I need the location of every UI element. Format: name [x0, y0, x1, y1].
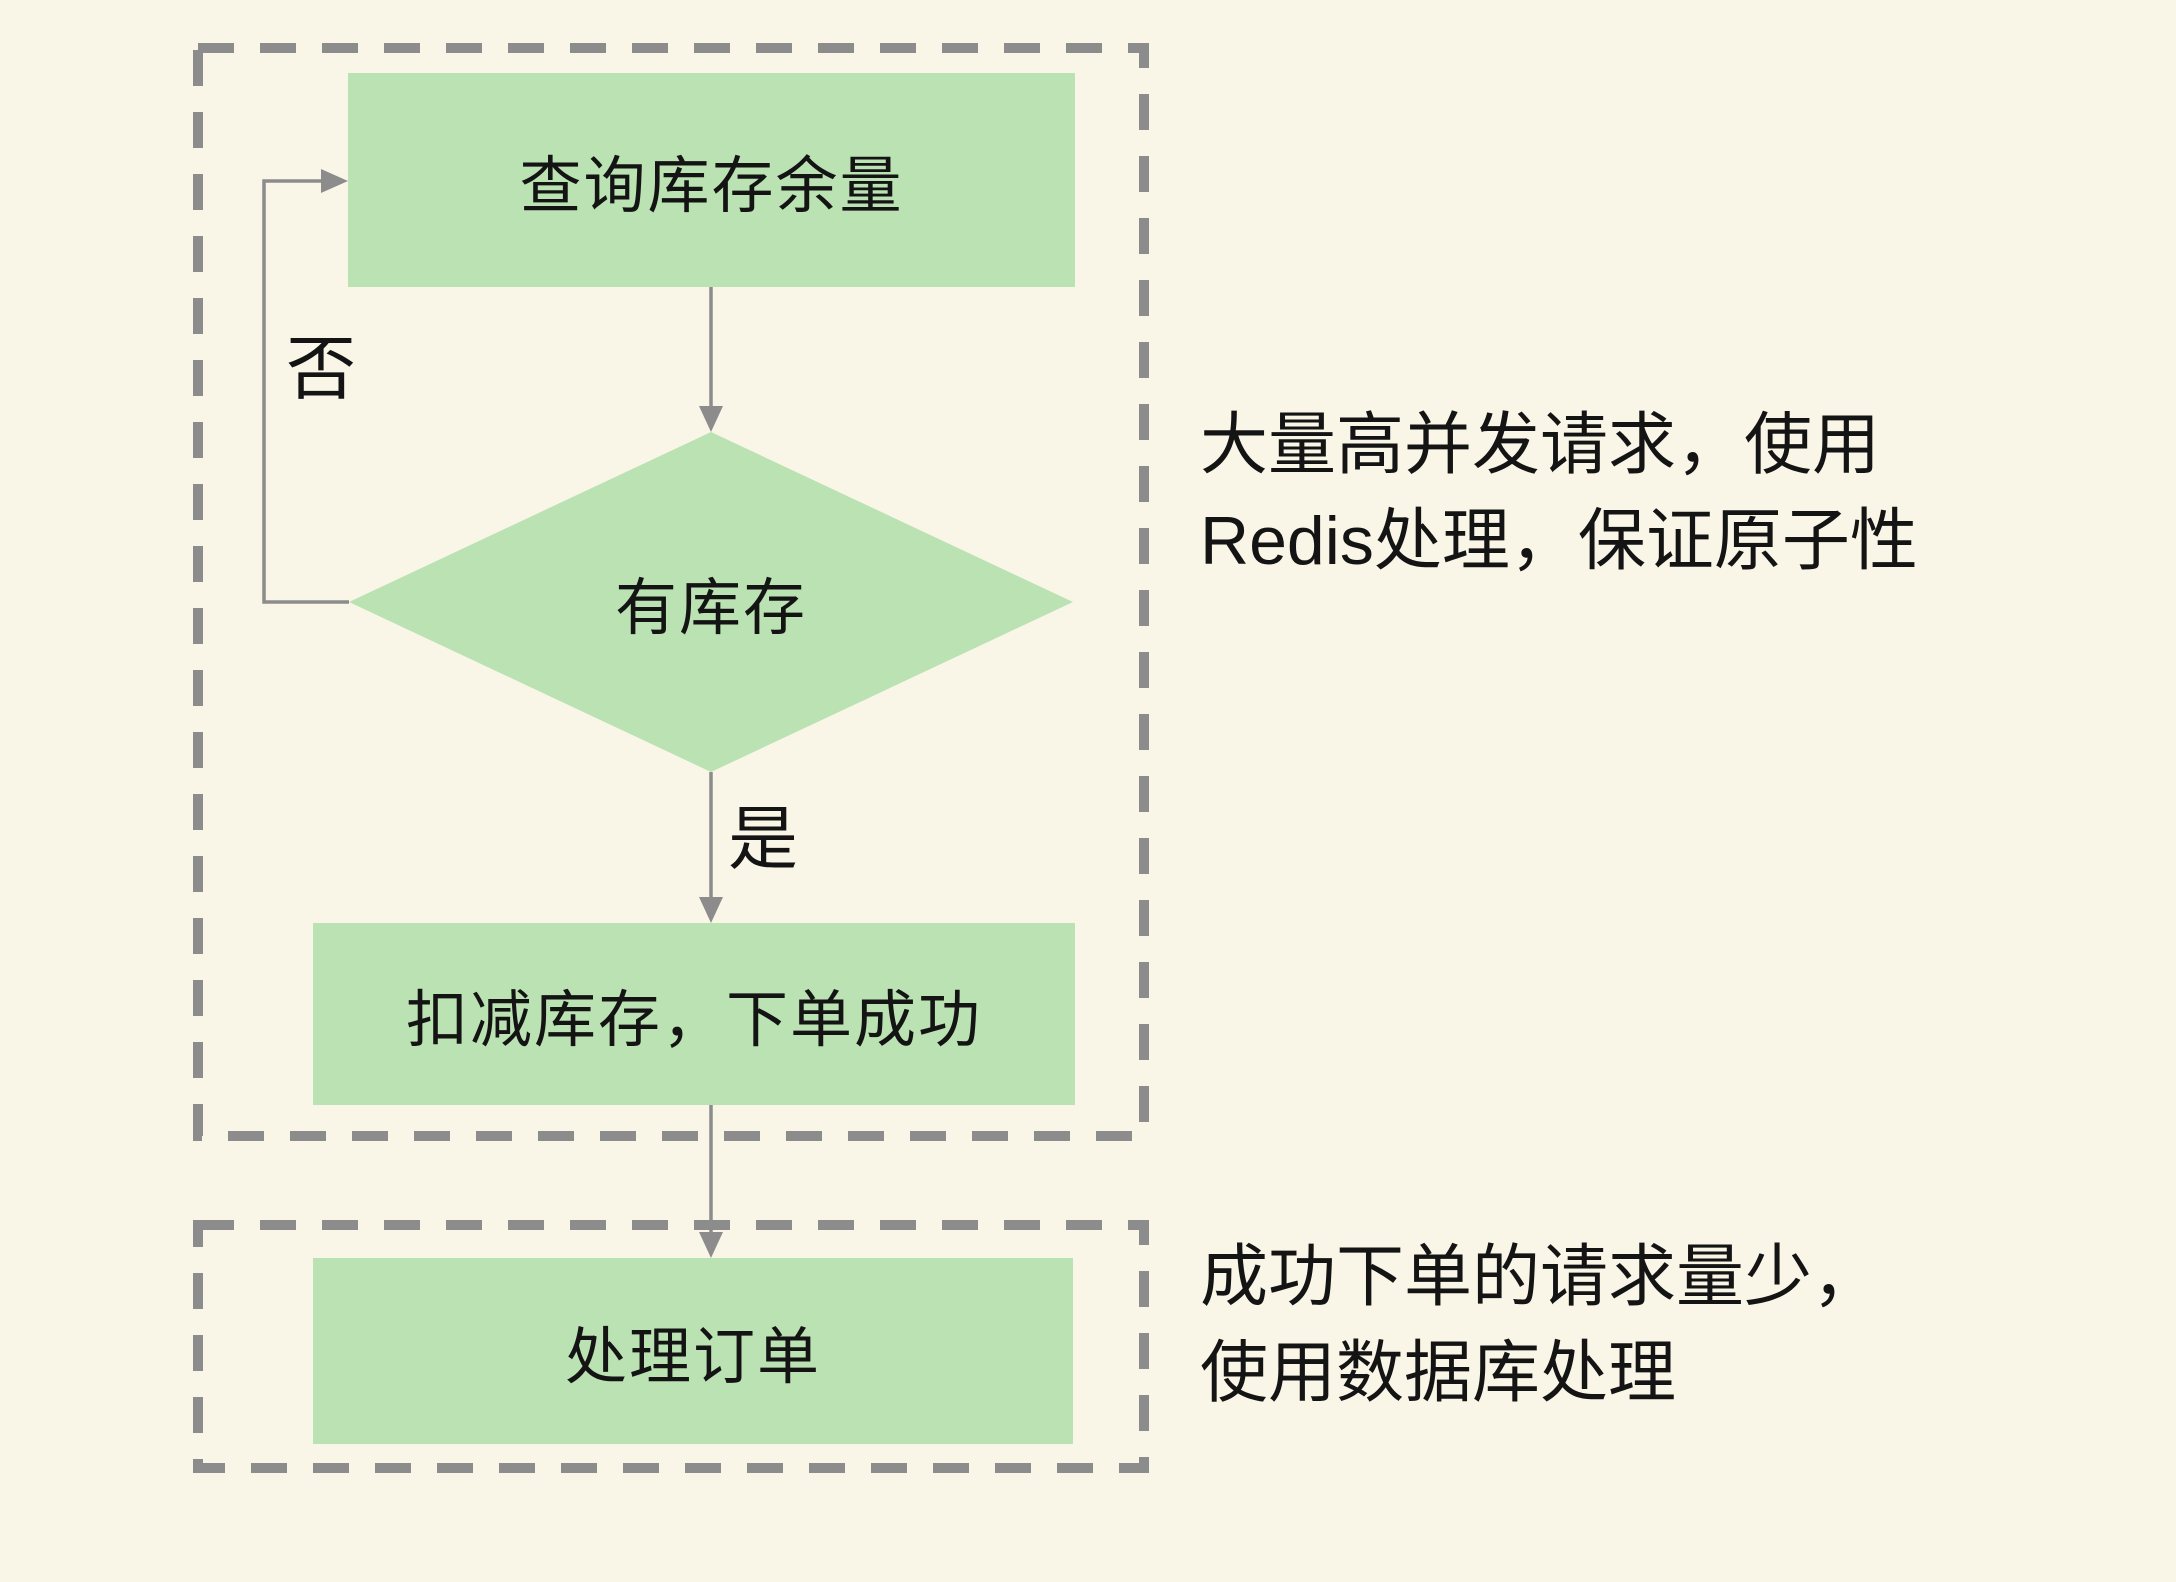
annotation-redis-line1: 大量高并发请求，使用 — [1200, 407, 1881, 483]
arrow-decision-to-deduct-head — [699, 897, 723, 923]
annotation-database-line2: 使用数据库处理 — [1200, 1335, 1677, 1411]
annotation-database-line1: 成功下单的请求量少， — [1200, 1239, 1881, 1315]
redis-phase-dashed-border — [193, 43, 1149, 1141]
edge-label-no: 否 — [286, 330, 356, 408]
node-deduct-stock: 扣减库存，下单成功 — [313, 923, 1075, 1105]
arrow-loopback-no-line — [262, 179, 349, 604]
arrow-deduct-to-process-head — [699, 1232, 723, 1258]
arrow-loopback-no-head — [321, 169, 348, 193]
node-query-stock: 查询库存余量 — [348, 73, 1075, 287]
database-phase-dashed-border — [193, 1220, 1149, 1473]
node-process-order: 处理订单 — [313, 1258, 1073, 1444]
arrow-query-to-decision-head — [699, 406, 723, 432]
node-decision-has-stock-label: 有库存 — [614, 574, 807, 643]
decision-diamond-shape — [349, 432, 1073, 772]
edge-label-yes: 是 — [728, 800, 798, 878]
annotation-database: 成功下单的请求量少， 使用数据库处理 — [1200, 1229, 1880, 1421]
annotation-redis: 大量高并发请求，使用 Redis处理，保证原子性 — [1200, 397, 1918, 589]
annotation-redis-line2: Redis处理，保证原子性 — [1200, 503, 1918, 579]
